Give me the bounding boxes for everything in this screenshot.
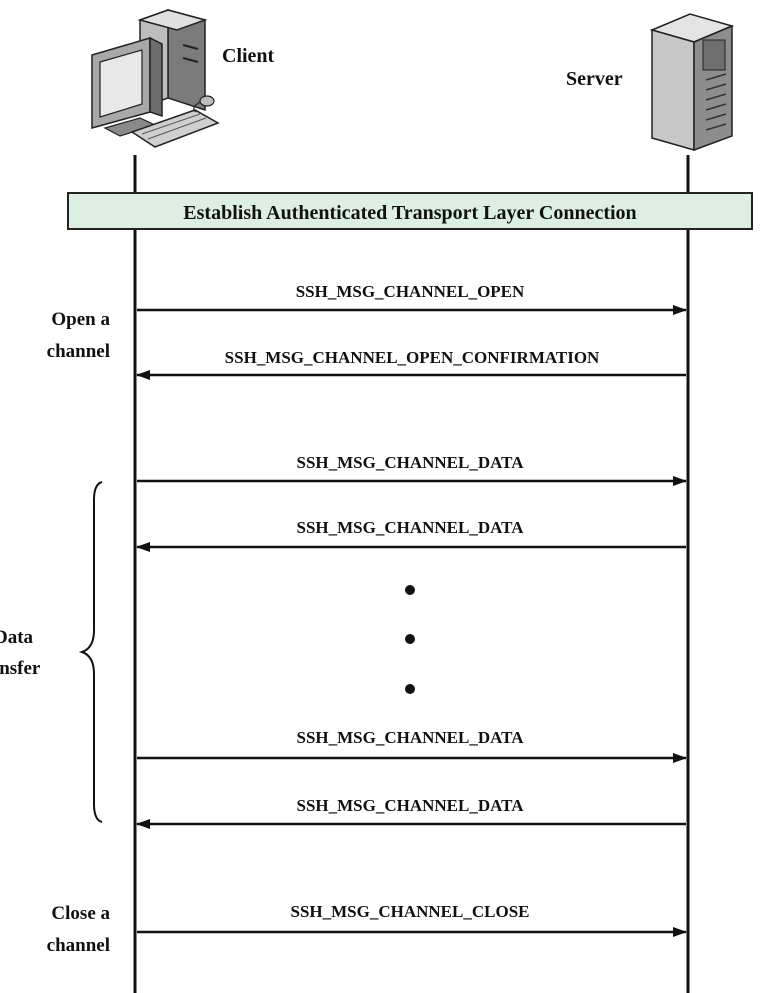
continuation-dot	[405, 684, 415, 694]
client-label: Client	[222, 45, 275, 67]
phase-open-line2: channel	[47, 341, 110, 362]
message-label: SSH_MSG_CHANNEL_DATA	[296, 518, 524, 537]
server-tower-icon	[649, 13, 735, 152]
transport-connection-banner	[67, 192, 753, 230]
banner-label: Establish Authenticated Transport Layer …	[183, 202, 636, 224]
message-channel-data-3: SSH_MSG_CHANNEL_DATA	[137, 728, 687, 763]
message-label: SSH_MSG_CHANNEL_DATA	[296, 728, 524, 747]
message-label: SSH_MSG_CHANNEL_CLOSE	[291, 902, 530, 921]
message-label: SSH_MSG_CHANNEL_OPEN_CONFIRMATION	[225, 348, 600, 367]
continuation-dot	[405, 634, 415, 644]
message-label: SSH_MSG_CHANNEL_DATA	[296, 453, 524, 472]
phase-data-line2: Transfer	[0, 658, 41, 679]
phase-open-channel: Open a channel	[47, 309, 111, 362]
message-label: SSH_MSG_CHANNEL_OPEN	[296, 282, 525, 301]
message-channel-data-2: SSH_MSG_CHANNEL_DATA	[136, 518, 686, 552]
message-channel-open: SSH_MSG_CHANNEL_OPEN	[137, 282, 687, 315]
message-channel-data-1: SSH_MSG_CHANNEL_DATA	[137, 453, 687, 486]
phase-close-line2: channel	[47, 935, 110, 956]
message-channel-data-4: SSH_MSG_CHANNEL_DATA	[136, 796, 686, 829]
phase-data-transfer: Data Transfer	[0, 627, 41, 679]
message-channel-close: SSH_MSG_CHANNEL_CLOSE	[137, 902, 687, 937]
message-channel-open-confirmation: SSH_MSG_CHANNEL_OPEN_CONFIRMATION	[136, 348, 686, 380]
phase-open-line1: Open a	[51, 309, 110, 330]
phase-close-line1: Close a	[51, 903, 110, 924]
message-label: SSH_MSG_CHANNEL_DATA	[296, 796, 524, 815]
server-label: Server	[566, 68, 623, 90]
phase-data-line1: Data	[0, 627, 34, 648]
continuation-dot	[405, 585, 415, 595]
phase-close-channel: Close a channel	[47, 903, 111, 956]
data-transfer-brace	[78, 481, 103, 823]
desktop-computer-icon	[91, 8, 220, 148]
